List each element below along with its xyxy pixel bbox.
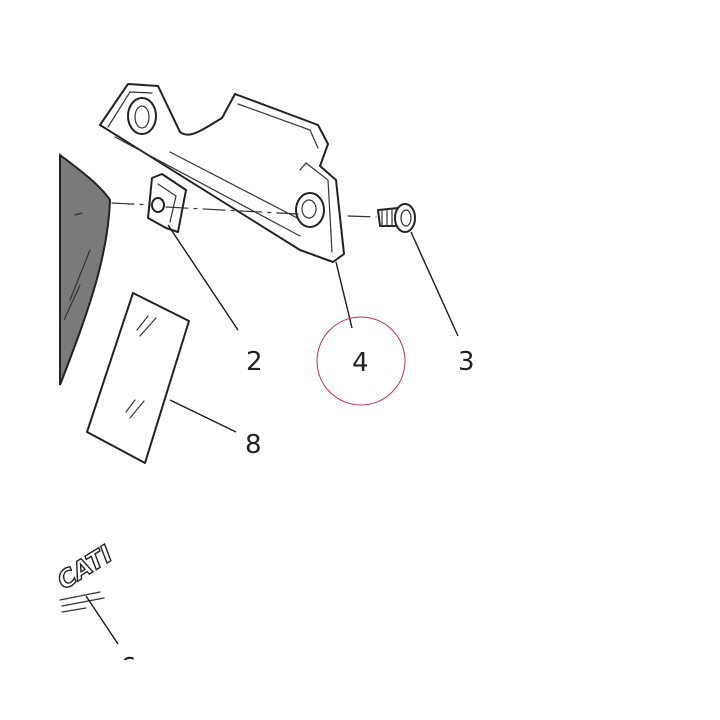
logo-text: CATI (52, 540, 117, 595)
decal-part (86, 292, 190, 464)
callout-4: 4 (352, 348, 369, 378)
screw-part (377, 203, 416, 233)
leader-3 (410, 231, 459, 337)
fairing-panel (59, 152, 112, 386)
callout-6: 6 (120, 653, 137, 683)
logo-decal-part: CATI (52, 539, 118, 613)
leader-8 (169, 399, 237, 433)
leader-6 (85, 595, 119, 645)
callout-3: 3 (458, 347, 475, 377)
assembly-axis (111, 202, 377, 218)
bracket-part (99, 83, 345, 263)
callout-2: 2 (246, 347, 263, 377)
leader-4 (335, 261, 353, 329)
clip-nut-part (147, 173, 187, 233)
leader-2 (167, 224, 239, 331)
highlight-circle (316, 316, 406, 406)
callout-8: 8 (245, 430, 262, 460)
leader-lines (85, 224, 459, 645)
